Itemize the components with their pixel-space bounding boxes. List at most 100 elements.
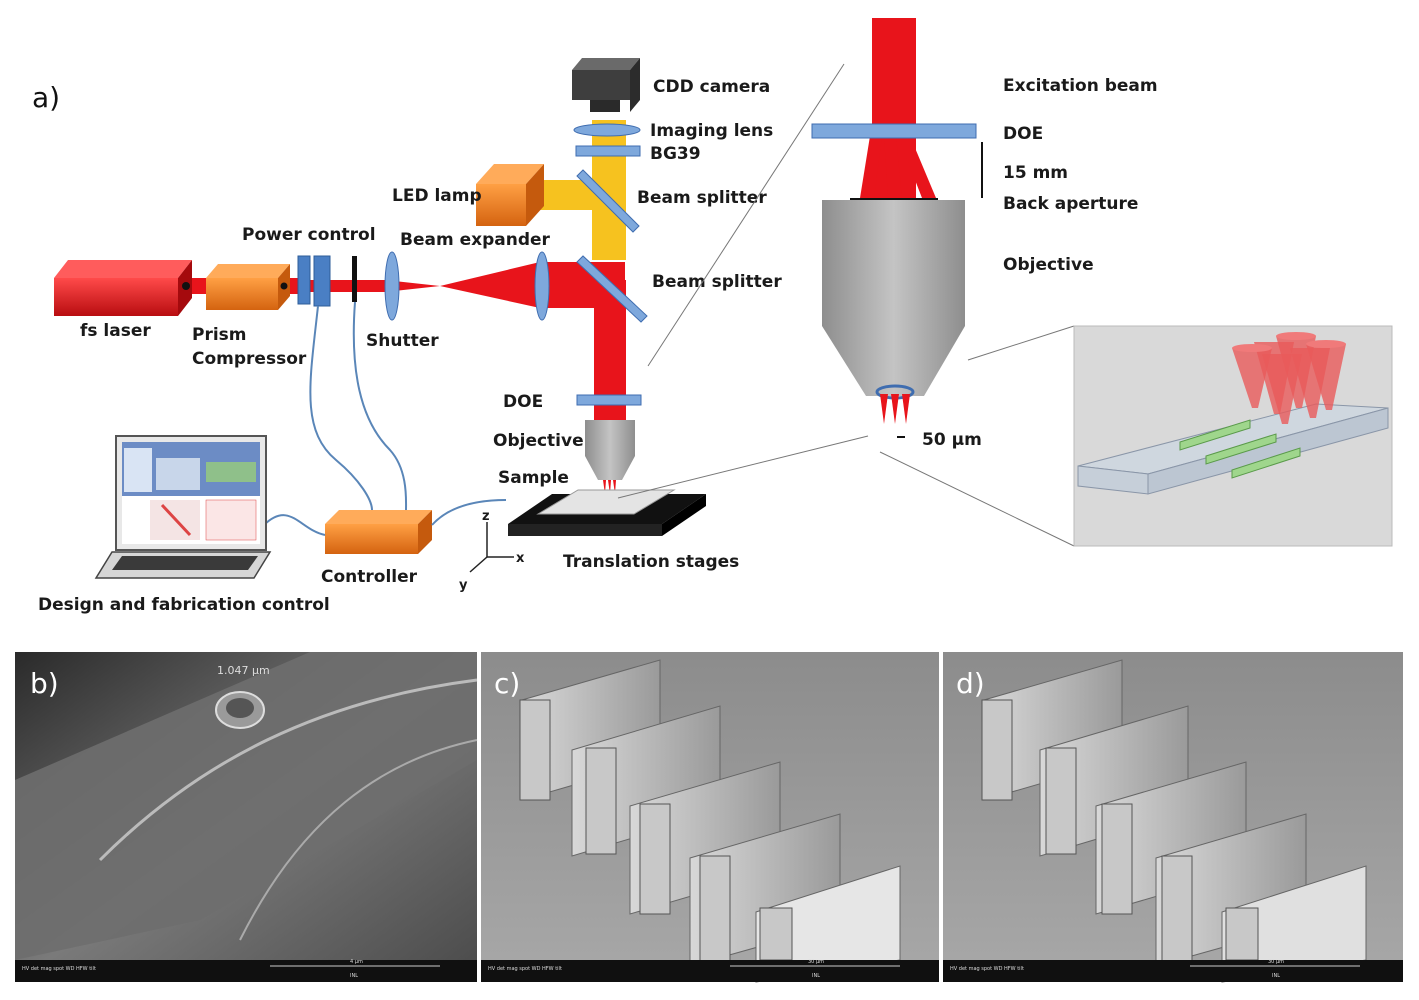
camera-top — [572, 58, 640, 70]
expander-lens-1 — [384, 251, 400, 321]
sem-d-pillar-2 — [1045, 747, 1077, 855]
panel-c-label: c) — [494, 667, 520, 700]
stage-side — [662, 494, 706, 536]
sem-d-bar-label: 30 µm — [1268, 959, 1284, 965]
imaging-lens — [573, 123, 641, 137]
sem-b-ridge-1 — [98, 678, 478, 862]
cable-power — [309, 305, 373, 511]
bg39-label: BG39 — [650, 144, 701, 164]
beam-splitter-upper-label: Beam splitter — [637, 188, 767, 208]
split-beam-3 — [898, 136, 936, 198]
led-lamp — [476, 184, 526, 226]
axis-z-label: z — [482, 509, 490, 524]
sem-c-info: HV det mag spot WD HFW tilt — [488, 966, 562, 972]
camera-side — [630, 58, 640, 112]
sem-c-structures — [519, 659, 901, 983]
objective-large — [822, 200, 965, 396]
render-bar-1 — [1179, 419, 1251, 451]
laptop-panel-2 — [156, 458, 200, 490]
fs-laser-top — [54, 260, 192, 278]
fs-laser — [54, 278, 178, 316]
sem-c-pillar-1 — [519, 699, 551, 801]
sem-b-bar-label: 4 µm — [350, 959, 363, 965]
fs-laser-label: fs laser — [80, 321, 151, 341]
cdd-camera-label: CDD camera — [653, 77, 770, 97]
objective-small — [585, 420, 635, 456]
sem-b-fiber — [15, 652, 477, 960]
led-lamp-label: LED lamp — [392, 186, 482, 206]
sem-panel-d: HV det mag spot WD HFW tilt 30 µm INL d) — [943, 652, 1403, 983]
split-beam-1 — [860, 136, 882, 198]
zoom-spot-2 — [891, 394, 899, 424]
design-control-label: Design and fabrication control — [38, 595, 330, 615]
cdd-camera — [572, 70, 630, 100]
sem-d-pillar-1 — [981, 699, 1013, 801]
power-control-plate-2 — [313, 255, 331, 307]
objective-large-label: Objective — [1003, 255, 1094, 275]
panel-d-label: d) — [956, 667, 985, 700]
bg39-filter — [575, 145, 641, 157]
zoom-spot-1 — [880, 394, 888, 424]
led-lamp-side — [526, 164, 544, 226]
sem-c-pillar-5 — [759, 907, 793, 961]
render-cone-rim-2 — [1276, 332, 1316, 340]
compressor-label: Compressor — [192, 349, 307, 369]
sem-c-bar-label: 30 µm — [808, 959, 824, 965]
led-lamp-top — [476, 164, 544, 184]
render-cone-rim-3 — [1306, 340, 1346, 348]
render-cone-rim-1 — [1232, 344, 1272, 352]
controller-top — [325, 510, 432, 524]
sample — [536, 489, 676, 515]
zoom-spot-3 — [902, 394, 910, 424]
sem-panel-b: 1.047 µm HV det mag spot WD HFW tilt 4 µ… — [15, 652, 478, 982]
sem-d-pillar-4 — [1161, 855, 1193, 967]
objective-small-tip — [585, 456, 635, 480]
laptop-plot-line — [160, 503, 192, 537]
sem-d-pillar-5 — [1225, 907, 1259, 961]
axis-y — [469, 556, 488, 573]
beam-splitter-lower-label: Beam splitter — [652, 272, 782, 292]
prism-compressor — [206, 278, 278, 310]
fs-laser-aperture — [182, 282, 190, 290]
sem-c-pillar-2 — [585, 747, 617, 855]
render-substrate-side — [1147, 407, 1389, 495]
zoom-line-3d-bottom — [879, 451, 1075, 547]
imaging-lens-label: Imaging lens — [650, 121, 773, 141]
axis-y-label: y — [459, 578, 468, 593]
panel-a-label: a) — [32, 81, 60, 114]
sem-c-pillar-4 — [699, 855, 731, 967]
shutter-label: Shutter — [366, 331, 439, 351]
laser-beam-2 — [300, 280, 385, 292]
power-control-plate-1 — [297, 255, 311, 305]
scale-label: 50 µm — [922, 430, 982, 450]
stage-front — [508, 524, 662, 536]
render-cone-6 — [1306, 344, 1346, 410]
beam-splitter-upper — [576, 169, 640, 233]
laser-beam-expand — [440, 262, 540, 308]
axis-x-label: x — [516, 551, 525, 566]
sem-d-info: HV det mag spot WD HFW tilt — [950, 966, 1024, 972]
controller-side — [418, 510, 432, 554]
split-beam-2 — [884, 136, 902, 198]
sem-b-org: INL — [350, 973, 358, 979]
expander-lens-2 — [534, 251, 550, 321]
cable-computer — [263, 514, 326, 536]
render-cone-4 — [1262, 354, 1302, 424]
sample-label: Sample — [498, 468, 569, 488]
cable-stage — [431, 499, 507, 526]
doe-plate — [576, 394, 642, 406]
zoom-line-3d-top — [967, 325, 1075, 361]
laptop-panel-1 — [124, 448, 152, 492]
sem-d-pillar-3 — [1101, 803, 1133, 915]
sem-b-ridge-2 — [239, 739, 478, 941]
objective-label: Objective — [493, 431, 584, 451]
doe-large — [811, 123, 977, 139]
prism-aperture — [280, 282, 288, 290]
prism-label: Prism — [192, 325, 247, 345]
laptop-keys — [112, 556, 258, 570]
laptop-grid — [205, 499, 257, 541]
doe-label: DOE — [503, 392, 543, 412]
render-bar-2 — [1205, 433, 1277, 465]
